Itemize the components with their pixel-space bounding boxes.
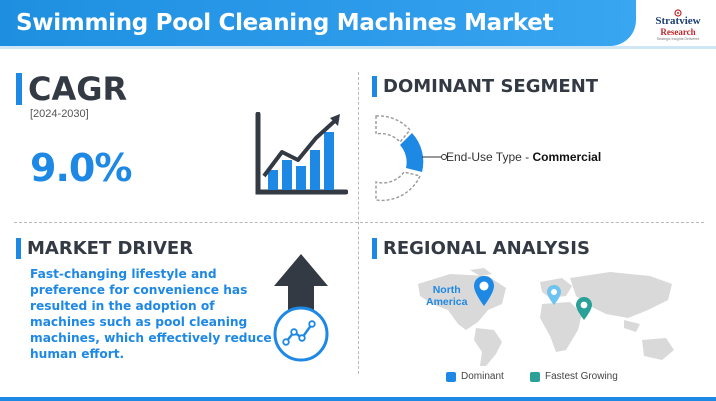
market-driver-heading: MARKET DRIVER: [16, 238, 193, 259]
legend-dominant-label: Dominant: [461, 371, 504, 382]
title-banner: Swimming Pool Cleaning Machines Market: [0, 0, 636, 46]
cagr-value: 9.0%: [30, 146, 132, 190]
asia-pacific-pin-icon: [576, 297, 592, 320]
horizontal-divider: [14, 222, 704, 223]
north-america-pin-icon: [474, 276, 494, 306]
region-line1: North: [432, 284, 461, 296]
logo-tagline: Strategic Insights Delivered: [656, 37, 700, 41]
dominant-segment-heading: DOMINANT SEGMENT: [372, 76, 598, 97]
dominant-segment-label: End-Use Type - Commercial: [446, 150, 601, 164]
logo-line1: Stratview: [655, 15, 701, 27]
growth-chart-icon: [255, 112, 348, 195]
cagr-heading: CAGR: [16, 70, 127, 108]
market-driver-text: Fast-changing lifestyle and preference f…: [30, 267, 272, 361]
header-underline: [0, 46, 716, 49]
vertical-divider: [358, 72, 359, 374]
segment-arc-icon: [375, 115, 447, 202]
upward-arrow-icon: [273, 254, 329, 362]
heading-accent-bar: [16, 73, 22, 105]
bottom-accent-strip: [0, 397, 716, 401]
legend-fastest: Fastest Growing: [530, 371, 618, 382]
legend-dominant: Dominant: [446, 371, 504, 382]
europe-pin-icon: [547, 285, 561, 305]
dominant-region-label: North America: [426, 284, 467, 308]
heading-accent-bar: [16, 238, 21, 259]
cagr-period: [2024-2030]: [30, 108, 89, 120]
world-map-icon: [418, 268, 674, 366]
segment-label-prefix: End-Use Type -: [446, 150, 533, 164]
legend-swatch-dominant: [446, 371, 456, 382]
cagr-title: CAGR: [28, 70, 128, 108]
regional-analysis-heading: REGIONAL ANALYSIS: [372, 238, 590, 259]
market-driver-title: MARKET DRIVER: [27, 238, 194, 259]
regional-analysis-title: REGIONAL ANALYSIS: [383, 238, 590, 259]
stratview-logo: Stratview Research Strategic Insights De…: [648, 8, 708, 48]
heading-accent-bar: [372, 238, 377, 259]
heading-accent-bar: [372, 76, 377, 97]
page-title: Swimming Pool Cleaning Machines Market: [16, 10, 554, 36]
legend-swatch-fastest: [530, 371, 540, 382]
logo-line2: Research: [660, 27, 696, 37]
region-line2: America: [426, 296, 468, 308]
segment-label-value: Commercial: [532, 150, 602, 164]
logo-mark-icon: [674, 9, 682, 17]
dominant-segment-title: DOMINANT SEGMENT: [383, 76, 599, 97]
legend-fastest-label: Fastest Growing: [545, 371, 618, 382]
